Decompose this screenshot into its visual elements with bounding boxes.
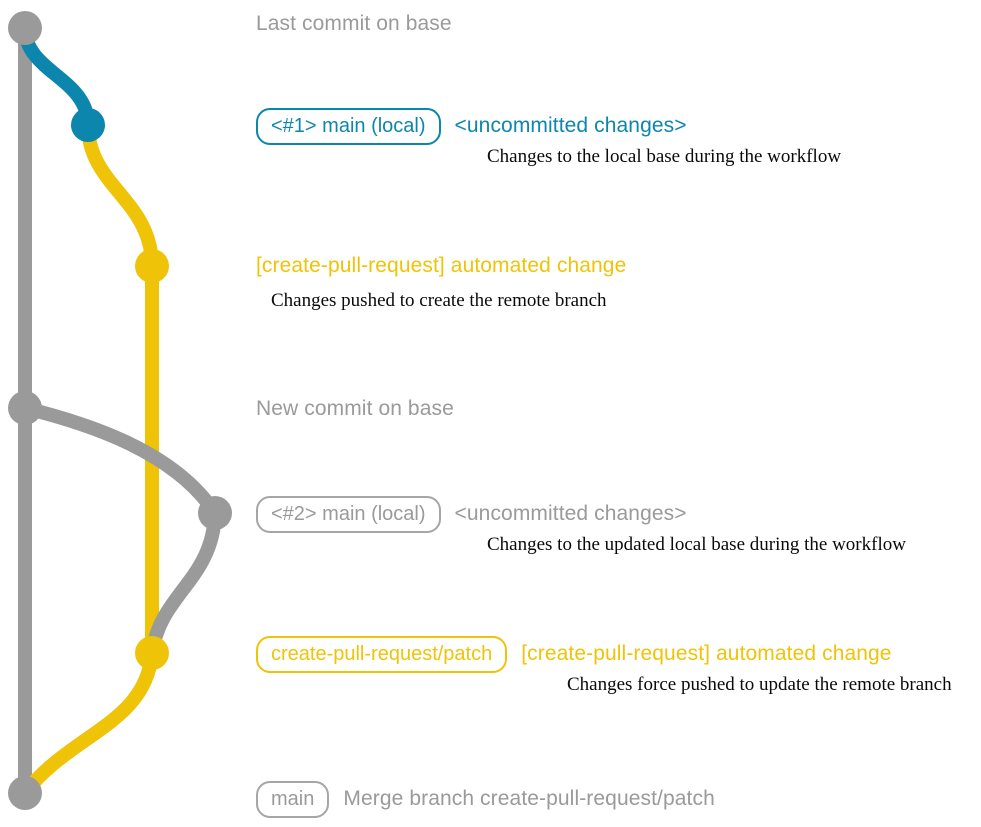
edge-base2-to-merge [18,401,222,520]
commit-description-local-2: Changes to the updated local base during… [487,534,906,555]
commit-row-new-commit-on-base: New commit on base [256,397,454,421]
commit-node-last-commit-on-base[interactable] [8,11,42,45]
commit-description-local-1: Changes to the local base during the wor… [487,146,842,167]
ref-pill-main-local-2[interactable]: <#2> main (local) [256,496,441,533]
ref-pill-create-pull-request-patch[interactable]: create-pull-request/patch [256,636,508,673]
commit-description-automated-change-2: Changes force pushed to update the remot… [567,674,952,695]
ref-pill-main[interactable]: main [256,781,330,818]
commit-subject: <uncommitted changes> [454,502,687,525]
commit-row-local-1: <#1> main (local) <uncommitted changes> [256,108,687,145]
commit-description-automated-change-1: Changes pushed to create the remote bran… [271,290,607,311]
edge-patch2-to-base [18,646,159,800]
edge-merge-to-patch2 [145,506,222,660]
commit-subject: Merge branch create-pull-request/patch [343,787,715,810]
commit-subject: New commit on base [256,397,454,420]
commit-subject: Last commit on base [256,12,452,35]
commit-subject: [create-pull-request] automated change [521,642,892,665]
commit-node-local-1[interactable] [71,108,105,142]
edge-local1-to-patch1 [81,118,159,273]
commit-node-local-2[interactable] [198,496,232,530]
commit-subject: <uncommitted changes> [454,114,687,137]
commit-node-new-commit-on-base[interactable] [8,391,42,425]
commit-row-last-commit-on-base: Last commit on base [256,12,452,36]
commit-row-local-2: <#2> main (local) <uncommitted changes> [256,496,687,533]
commit-subject: [create-pull-request] automated change [256,254,627,277]
commit-node-merge[interactable] [8,776,42,810]
edge-base-to-local1 [18,21,95,132]
commit-node-automated-change-2[interactable] [135,636,169,670]
ref-pill-main-local-1[interactable]: <#1> main (local) [256,108,441,145]
commit-node-automated-change-1[interactable] [135,249,169,283]
commit-row-automated-change-2: create-pull-request/patch [create-pull-r… [256,636,892,673]
commit-row-automated-change-1: [create-pull-request] automated change [256,254,626,278]
commit-row-merge: main Merge branch create-pull-request/pa… [256,781,715,818]
